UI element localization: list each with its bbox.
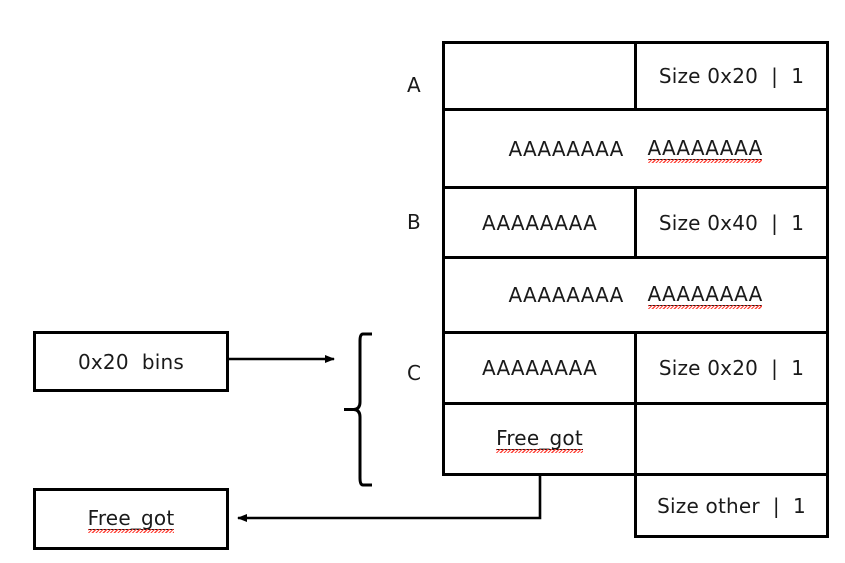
bins-box[interactable]: 0x20 bins bbox=[33, 331, 229, 392]
chunk-row-1-left[interactable] bbox=[442, 41, 637, 111]
chunk-row-2-right-text: AAAAAAAA bbox=[647, 135, 763, 163]
chunk-row-6-left-text: Free_got bbox=[496, 426, 583, 453]
group-label-c-text: C bbox=[407, 361, 421, 385]
chunk-row-5-left-text: AAAAAAAA bbox=[482, 356, 597, 380]
chunk-row-2-left-text: AAAAAAAA bbox=[508, 136, 624, 161]
free-got-box-label: Free_got bbox=[87, 506, 175, 533]
chunk-row-7-right[interactable]: Size other | 1 bbox=[634, 473, 829, 538]
freegot-cell-to-box-arrow bbox=[237, 473, 542, 522]
chunk-row-2[interactable]: AAAAAAAA AAAAAAAA bbox=[442, 108, 829, 189]
chunk-row-4[interactable]: AAAAAAAA AAAAAAAA bbox=[442, 256, 829, 334]
chunk-row-6-left[interactable]: Free_got bbox=[442, 402, 637, 476]
chunk-c-brace bbox=[344, 332, 372, 487]
chunk-row-7-right-text: Size other | 1 bbox=[657, 493, 806, 518]
group-label-b: B bbox=[407, 212, 421, 232]
bins-box-label: 0x20 bins bbox=[77, 349, 185, 374]
chunk-row-4-right-text: AAAAAAAA bbox=[647, 282, 763, 309]
group-label-c: C bbox=[407, 363, 421, 383]
chunk-row-6-right[interactable] bbox=[634, 402, 829, 476]
group-label-a: A bbox=[407, 75, 421, 95]
chunk-row-3-right[interactable]: Size 0x40 | 1 bbox=[634, 186, 829, 259]
chunk-row-5-right-text: Size 0x20 | 1 bbox=[658, 356, 805, 380]
chunk-row-3-left-text: AAAAAAAA bbox=[482, 210, 597, 235]
chunk-row-1-right-text: Size 0x20 | 1 bbox=[658, 64, 805, 88]
group-label-b-text: B bbox=[407, 210, 421, 234]
chunk-row-3-right-text: Size 0x40 | 1 bbox=[658, 210, 805, 235]
chunk-row-4-left-text: AAAAAAAA bbox=[508, 283, 624, 307]
free-got-box[interactable]: Free_got bbox=[33, 488, 229, 550]
group-label-a-text: A bbox=[407, 73, 421, 97]
chunk-row-1-right[interactable]: Size 0x20 | 1 bbox=[634, 41, 829, 111]
chunk-row-5-left[interactable]: AAAAAAAA bbox=[442, 331, 637, 405]
chunk-row-5-right[interactable]: Size 0x20 | 1 bbox=[634, 331, 829, 405]
chunk-row-3-left[interactable]: AAAAAAAA bbox=[442, 186, 637, 259]
